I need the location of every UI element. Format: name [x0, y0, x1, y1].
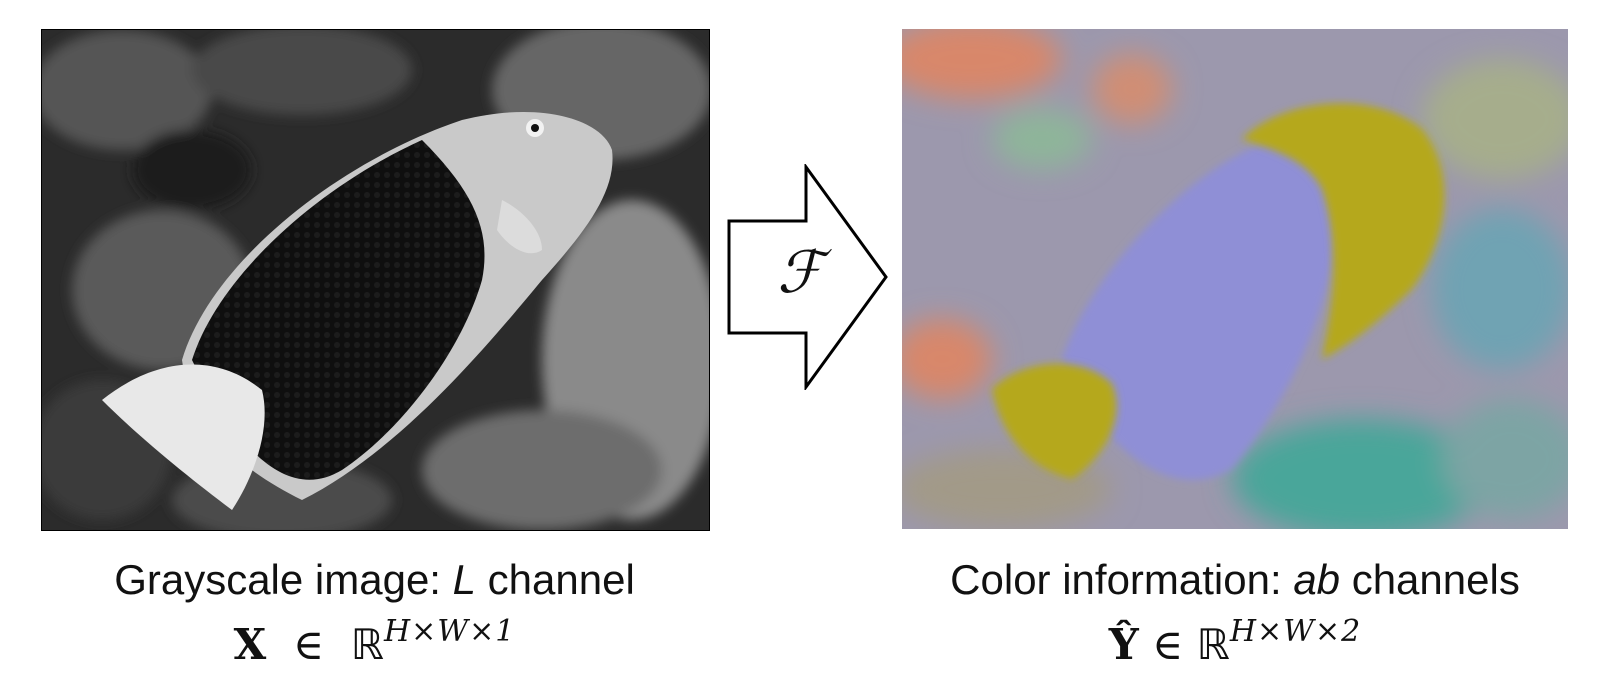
right-caption-italic: ab	[1293, 556, 1341, 603]
left-formula-exponent: H×W×1	[384, 614, 516, 649]
right-formula-exponent: H×W×2	[1229, 614, 1362, 649]
grayscale-image	[41, 29, 710, 531]
right-formula-set: ℝ	[1196, 620, 1230, 669]
right-caption-prefix: Color information:	[950, 556, 1294, 603]
left-caption-prefix: Grayscale image:	[114, 556, 453, 603]
grayscale-formula: X ∈ ℝH×W×1	[41, 608, 708, 669]
right-formula-symbol: Ŷ	[1108, 620, 1139, 669]
color-ab-image	[902, 29, 1568, 529]
right-formula-in: ∈	[1152, 620, 1184, 669]
grayscale-caption: Grayscale image: L channel	[41, 556, 708, 604]
color-formula: Ŷ ∈ ℝH×W×2	[902, 608, 1568, 669]
left-formula-set: ℝ	[350, 620, 384, 669]
function-f-label: ℱ	[777, 238, 823, 306]
left-caption-suffix: channel	[476, 556, 635, 603]
left-formula-in: ∈	[292, 620, 325, 669]
grayscale-fish-illustration	[42, 30, 709, 530]
left-formula-symbol: X	[233, 620, 267, 669]
ab-channel-visualization	[902, 29, 1568, 529]
right-caption-suffix: channels	[1340, 556, 1520, 603]
left-caption-italic: L	[452, 556, 477, 603]
color-caption: Color information: ab channels	[880, 556, 1590, 604]
mapping-arrow	[727, 164, 888, 390]
